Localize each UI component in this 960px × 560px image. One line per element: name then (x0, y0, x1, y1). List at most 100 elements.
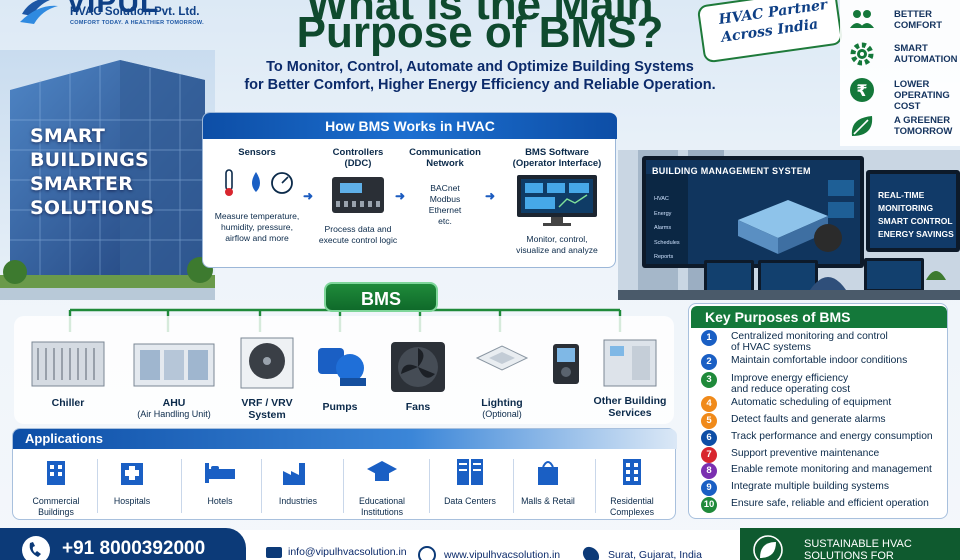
email-text[interactable]: info@vipulhvacsolution.in (288, 546, 407, 558)
equipment-lighting: Lighting (Optional) (466, 316, 538, 420)
electrical-panel-icon (603, 339, 657, 387)
subtitle-line1: To Monitor, Control, Automate and Optimi… (266, 59, 694, 75)
globe-icon (418, 546, 436, 560)
network-item-etc: etc. (438, 216, 452, 226)
how-panel-title: How BMS Works in HVAC (203, 113, 617, 139)
purpose-number-badge: 3 (701, 372, 717, 388)
page-title-line1: What is the Main (306, 0, 654, 29)
benefit-badges: Better Comfort Smart Automation ₹ Lower … (840, 0, 960, 146)
badge-text: Better Comfort (894, 9, 942, 31)
app-label: Hotels (207, 496, 233, 506)
monitor-icon (517, 175, 597, 226)
ribbon-text: HVAC Partner Across India (718, 0, 831, 47)
logo-name: VIPUL (66, 0, 160, 19)
flow-arrow-icon: ➜ (303, 189, 314, 203)
partner-ribbon: HVAC Partner Across India (696, 0, 844, 64)
location-pin-icon (579, 543, 603, 560)
control-room-monitors (618, 150, 960, 300)
hero-slogan: SMART BUILDINGS SMARTER SOLUTIONS (30, 124, 200, 220)
page-subtitle: To Monitor, Control, Automate and Optimi… (220, 58, 740, 94)
svg-text:₹: ₹ (856, 81, 867, 100)
menu-item-schedules[interactable]: Schedules (654, 239, 680, 246)
sensors-desc-2: humidity, pressure, (221, 222, 293, 232)
equipment-label: VRF / VRV (241, 397, 293, 409)
purpose-number-badge: 6 (701, 430, 717, 446)
website-text[interactable]: www.vipulhvacsolution.in (444, 548, 561, 560)
controllers-title-1: Controllers (332, 147, 384, 158)
badge-text: Lower Operating Cost (894, 79, 960, 112)
divider (97, 459, 98, 513)
hospital-icon (121, 463, 143, 485)
menu-item-alarms[interactable]: Alarms (654, 225, 672, 231)
hero-line1: SMART (30, 125, 106, 147)
purpose-line1: Detect faults and generate alarms (731, 414, 886, 425)
page-title-line2: Purpose of BMS? (296, 8, 664, 57)
purpose-line1: Improve energy efficiency (731, 373, 849, 384)
purpose-line1: Enable remote monitoring and management (731, 464, 932, 475)
purpose-text: Support preventive maintenance (731, 448, 879, 459)
equipment-ahu: AHU (Air Handling Unit) (126, 316, 222, 420)
ahu-icon (133, 343, 215, 387)
badge-line2: Automation (894, 54, 958, 65)
monitor-menu: HVAC Energy Alarms Schedules Reports (654, 192, 680, 265)
sensors-desc-3: airflow and more (225, 233, 289, 243)
chiller-icon (31, 341, 105, 387)
controllers-desc-2: execute control logic (318, 235, 398, 245)
lighting-icon (475, 345, 529, 371)
equipment-label: Pumps (322, 401, 358, 413)
sustainable-line2: SOLUTIONS FOR (804, 550, 894, 560)
purpose-line1: Centralized monitoring and control (731, 331, 888, 342)
divider (513, 459, 514, 513)
logo-swoosh-icon (20, 0, 58, 24)
app-label: Data Centers (444, 496, 496, 506)
controllers-desc-1: Process data and (324, 224, 392, 234)
badge-text: Smart Automation (894, 43, 958, 65)
divider (181, 459, 182, 513)
hero-line4: SOLUTIONS (30, 197, 155, 219)
equipment-fans: Fans (382, 316, 454, 413)
flow-arrow-icon: ➜ (395, 189, 406, 203)
purpose-text: Enable remote monitoring and management (731, 464, 932, 475)
network-title-2: Network (426, 158, 464, 169)
sensors-column: Sensors Measure temperature, humidity, p… (209, 147, 305, 244)
sensor-icons (225, 169, 293, 196)
divider (595, 459, 596, 513)
menu-item-reports[interactable]: Reports (654, 254, 674, 260)
equipment-sublabel: Services (608, 407, 652, 419)
company-logo: VIPUL HVAC Solution Pvt. Ltd. COMFORT TO… (18, 0, 208, 38)
bed-icon (205, 463, 235, 483)
email-icon (266, 546, 282, 558)
menu-item-hvac[interactable]: HVAC (654, 196, 669, 202)
monitor-title: BUILDING MANAGEMENT SYSTEM (652, 166, 811, 176)
purpose-line1: Automatic scheduling of equipment (731, 397, 892, 408)
badge-better-comfort: Better Comfort (848, 4, 960, 38)
purpose-line2: of HVAC systems (731, 342, 811, 353)
badge-greener: A Greener Tomorrow (848, 110, 960, 144)
leaf-icon (851, 116, 873, 136)
purpose-text: Detect faults and generate alarms (731, 414, 886, 425)
phone-number[interactable]: +91 8000392000 (62, 538, 206, 559)
badge-text: A Greener Tomorrow (894, 115, 952, 137)
divider (343, 459, 344, 513)
website-contact[interactable]: www.vipulhvacsolution.in (418, 546, 560, 560)
email-contact[interactable]: info@vipulhvacsolution.in (266, 546, 407, 558)
app-data-centers: Data Centers (431, 457, 509, 507)
hero-line3: SMARTER (30, 173, 134, 195)
equipment-thermostat (546, 316, 586, 391)
gear-icon (850, 42, 874, 66)
equipment-other-services: Other Building Services (588, 316, 672, 419)
location-text: Surat, Gujarat, India (608, 548, 702, 560)
network-item-bacnet: BACnet (430, 183, 460, 193)
network-item-modbus: Modbus (429, 194, 461, 204)
badge-line2: Tomorrow (894, 126, 953, 137)
equipment-label: AHU (162, 397, 186, 409)
menu-item-energy[interactable]: Energy (654, 210, 672, 217)
leaf-icon (753, 535, 783, 560)
subtitle-line2: for Better Comfort, Higher Energy Effici… (244, 77, 716, 93)
network-title-1: Communication (409, 147, 481, 158)
controllers-column: Controllers (DDC) Process data and execu… (311, 147, 405, 246)
